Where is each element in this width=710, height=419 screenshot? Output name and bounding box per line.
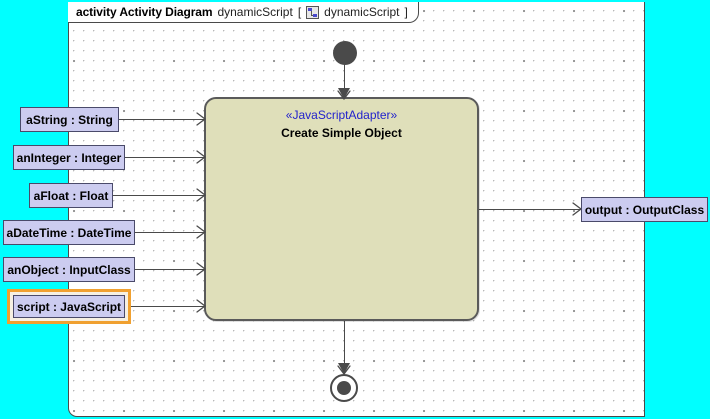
input-pin-astring-label: aString : String	[26, 112, 113, 127]
input-pin-anobject-label: anObject : InputClass	[7, 262, 131, 277]
frame-name: dynamicScript	[217, 5, 293, 19]
object-flow-line-script	[131, 306, 205, 307]
frame-bracket-open: [	[297, 5, 302, 19]
input-pin-adatetime-label: aDateTime : DateTime	[6, 225, 132, 240]
initial-node[interactable]	[333, 41, 357, 65]
object-flow-line-aninteger	[125, 157, 205, 158]
control-flow-final-line	[344, 320, 345, 374]
object-flow-line-output	[479, 209, 581, 210]
activity-node[interactable]: «JavaScriptAdapter» Create Simple Object	[204, 97, 479, 321]
activity-final-inner	[337, 381, 351, 395]
output-pin-output-label: output : OutputClass	[584, 202, 705, 217]
activity-final-node[interactable]	[330, 374, 358, 402]
activity-name-label: Create Simple Object	[281, 126, 402, 140]
input-pin-script-selection[interactable]: script : JavaScript	[7, 289, 131, 324]
object-flow-line-afloat	[113, 195, 205, 196]
output-pin-output[interactable]: output : OutputClass	[581, 197, 708, 222]
object-flow-line-astring	[119, 119, 205, 120]
input-pin-aninteger[interactable]: anInteger : Integer	[13, 145, 125, 170]
object-flow-line-adatetime	[135, 232, 205, 233]
input-pin-afloat-label: aFloat : Float	[33, 188, 109, 203]
input-pin-anobject[interactable]: anObject : InputClass	[3, 257, 135, 282]
input-pin-afloat[interactable]: aFloat : Float	[29, 183, 113, 208]
object-flow-line-anobject	[135, 269, 205, 270]
input-pin-aninteger-label: anInteger : Integer	[16, 150, 122, 165]
input-pin-adatetime[interactable]: aDateTime : DateTime	[3, 220, 135, 245]
frame-title-tab[interactable]: activity Activity Diagram dynamicScript …	[68, 2, 419, 23]
frame-bracket-close: ]	[404, 5, 408, 19]
frame-keyword: activity Activity Diagram	[76, 5, 213, 19]
frame-qualified-name: dynamicScript	[324, 5, 400, 19]
input-pin-astring[interactable]: aString : String	[20, 107, 119, 132]
activity-diagram-icon	[306, 5, 320, 19]
input-pin-script[interactable]: script : JavaScript	[13, 295, 125, 318]
control-flow-initial-line	[344, 63, 345, 99]
activity-stereotype: «JavaScriptAdapter»	[285, 108, 398, 122]
input-pin-script-label: script : JavaScript	[16, 299, 122, 314]
